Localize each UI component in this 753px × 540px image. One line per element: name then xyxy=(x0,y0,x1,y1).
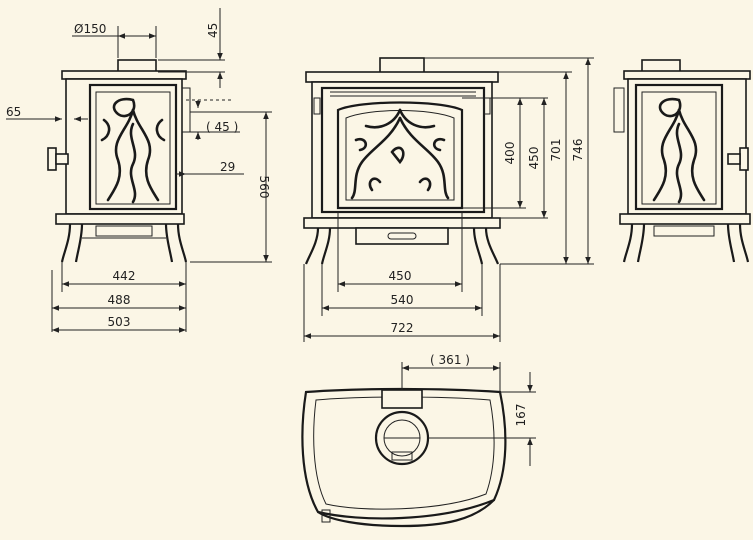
front-view-dimensions: 400 450 701 746 450 540 722 xyxy=(303,57,594,342)
dim-flue-height: 45 xyxy=(206,23,220,38)
dim-flue-center-x: ( 361 ) xyxy=(430,353,470,367)
dim-width-total: 503 xyxy=(108,315,131,329)
dim-door-inset: 29 xyxy=(220,160,235,174)
dim-rear-offset: 65 xyxy=(6,105,21,119)
side-view-right xyxy=(613,59,751,263)
dim-flue-center-y: 167 xyxy=(514,404,528,427)
dim-glass-width: 450 xyxy=(389,269,412,283)
dim-width-body: 488 xyxy=(108,293,131,307)
front-view xyxy=(303,57,501,265)
dim-height: 560 xyxy=(257,176,271,199)
dim-width-feet: 442 xyxy=(113,269,136,283)
dim-body-height: 701 xyxy=(549,139,563,162)
dim-body-width: 540 xyxy=(391,293,414,307)
dim-total-height: 746 xyxy=(571,139,585,162)
dim-door-height: 450 xyxy=(527,147,541,170)
top-view xyxy=(301,387,507,528)
side-view-dimensions: Ø150 45 65 ( 45 ) 29 560 442 488 xyxy=(6,8,272,333)
dim-total-width: 722 xyxy=(391,321,414,335)
dim-flue-offset: ( 45 ) xyxy=(206,120,238,134)
dim-flue-diameter: Ø150 xyxy=(74,22,106,36)
side-view-left xyxy=(47,59,191,263)
top-view-dimensions: ( 361 ) 167 xyxy=(401,353,536,466)
dim-glass-height: 400 xyxy=(503,142,517,165)
